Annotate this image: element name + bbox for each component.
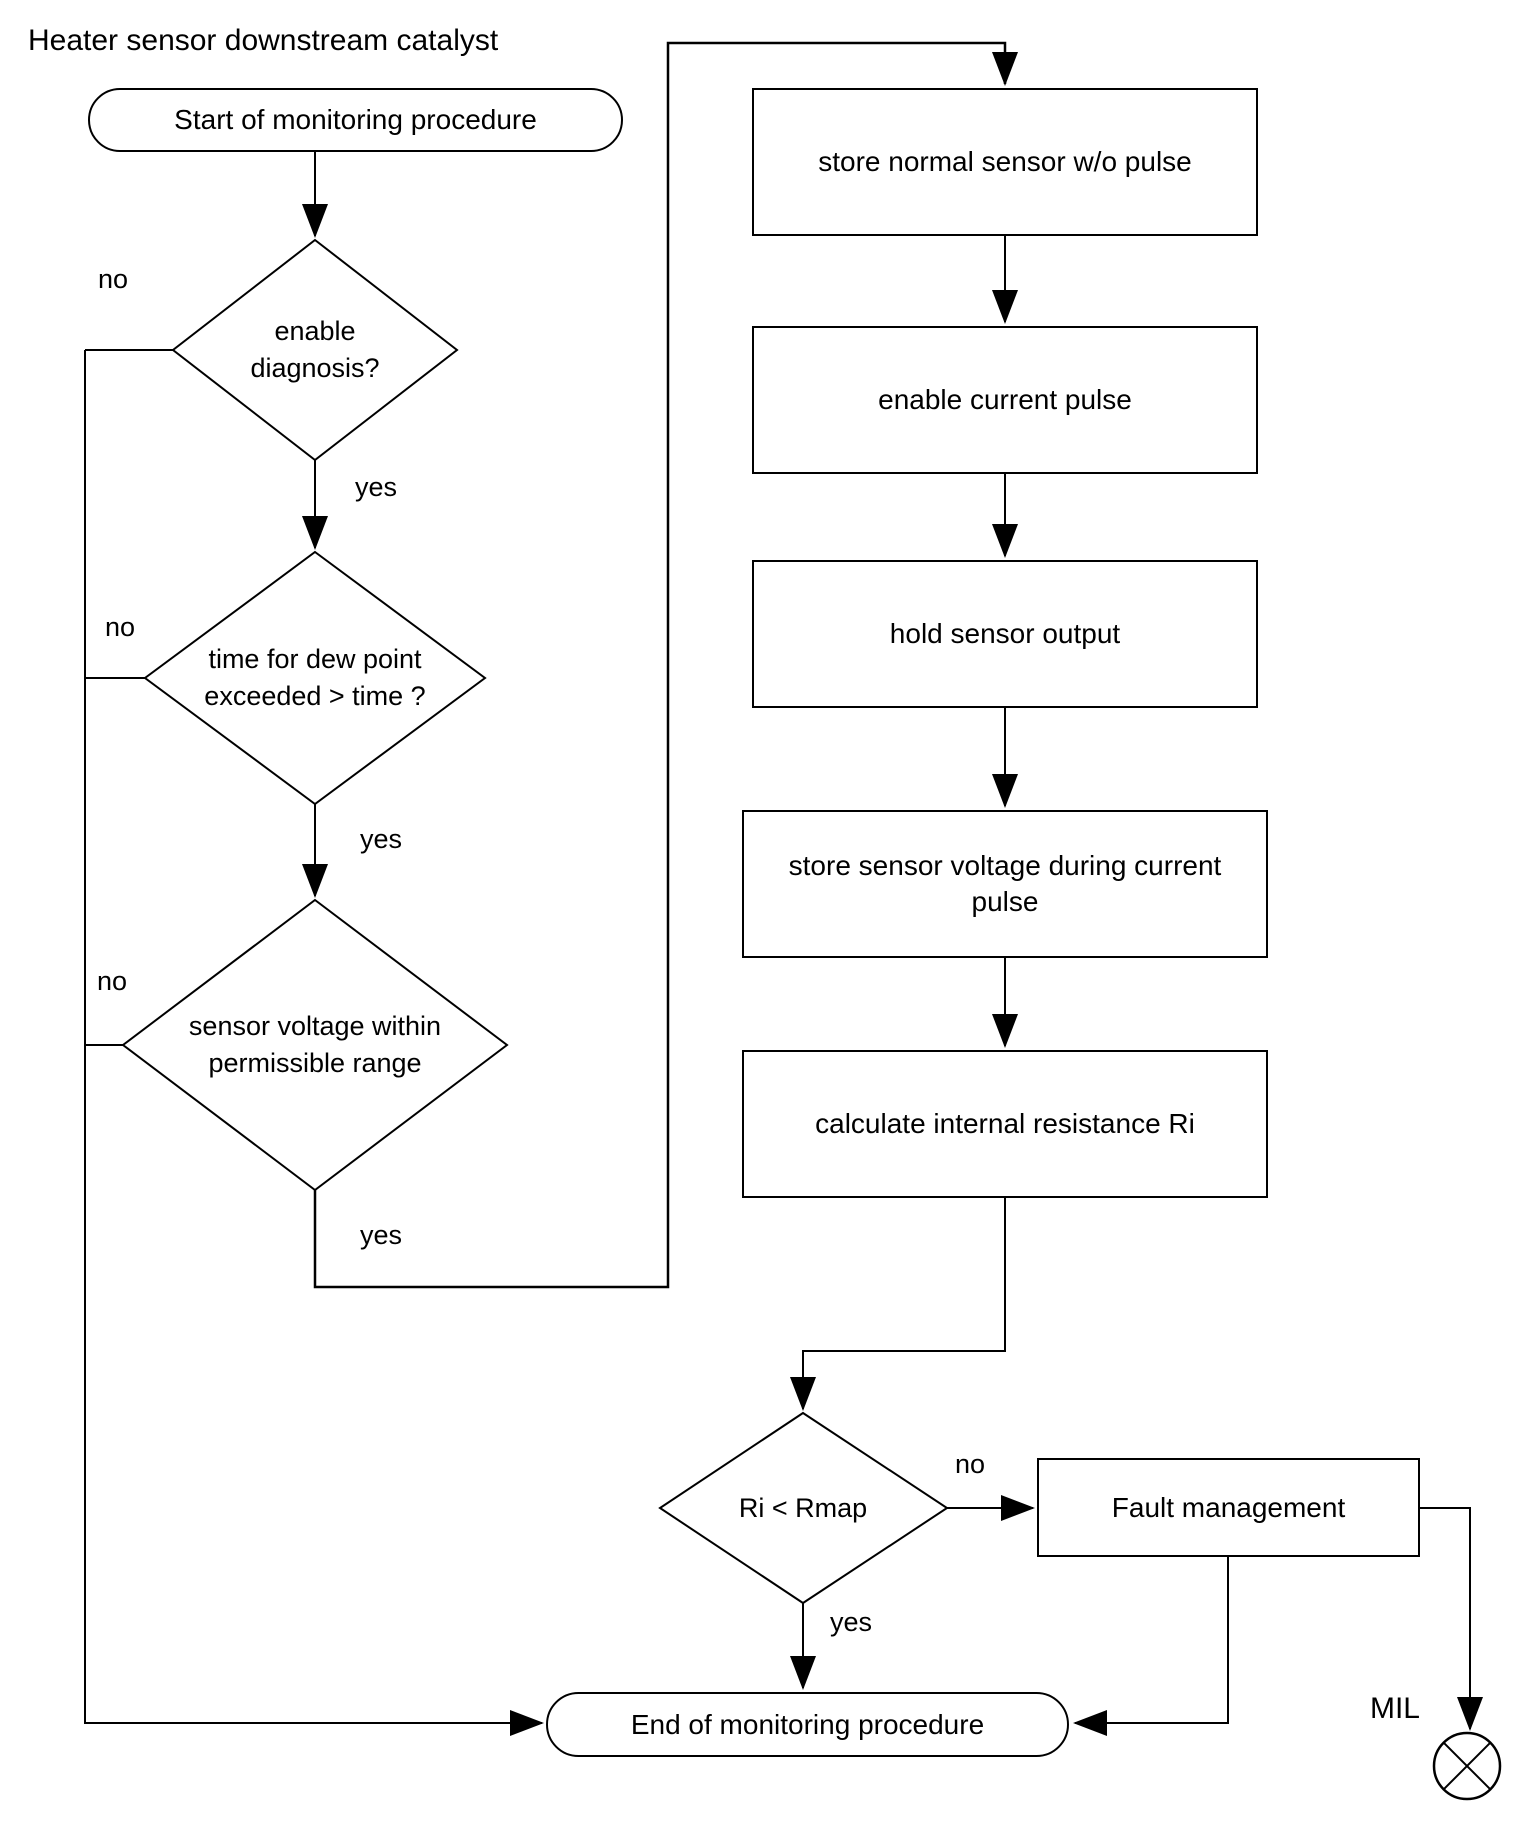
process-store-sensor-voltage-label: store sensor voltage during current puls… bbox=[788, 850, 1222, 917]
label-d3-yes: yes bbox=[359, 1220, 403, 1250]
process-calculate-internal-resistance: calculate internal resistance Ri bbox=[742, 1050, 1268, 1198]
process-enable-current-pulse: enable current pulse bbox=[752, 326, 1258, 474]
edge-p5-to-d4 bbox=[790, 1198, 1006, 1411]
mil-lamp-icon bbox=[1432, 1731, 1502, 1801]
process-store-normal-sensor-label: store normal sensor w/o pulse bbox=[818, 146, 1192, 177]
page-title: Heater sensor downstream catalyst bbox=[28, 24, 499, 57]
label-d3-no: no bbox=[96, 966, 128, 996]
edge-fault-to-mil bbox=[1420, 1507, 1483, 1731]
process-hold-sensor-output-label: hold sensor output bbox=[889, 618, 1121, 649]
label-d4-yes: yes bbox=[829, 1607, 873, 1637]
end-terminal-label: End of monitoring procedure bbox=[630, 1708, 985, 1740]
label-d2-no: no bbox=[104, 612, 136, 642]
process-store-normal-sensor: store normal sensor w/o pulse bbox=[752, 88, 1258, 236]
process-store-sensor-voltage: store sensor voltage during current puls… bbox=[742, 810, 1268, 958]
process-calculate-internal-resistance-label: calculate internal resistance Ri bbox=[815, 1108, 1195, 1139]
label-d2-yes: yes bbox=[359, 824, 403, 854]
decision-sensor-voltage-shape bbox=[121, 898, 509, 1192]
edge-left-rail-to-end bbox=[84, 350, 544, 1736]
edge-d3-yes-to-p1 bbox=[313, 41, 1018, 1289]
start-terminal: Start of monitoring procedure bbox=[88, 88, 623, 152]
mil-label: MIL bbox=[1369, 1692, 1420, 1725]
decision-ri-rmap-shape bbox=[658, 1411, 949, 1605]
edge-fault-to-end bbox=[1073, 1557, 1229, 1736]
label-d1-no: no bbox=[97, 264, 129, 294]
process-hold-sensor-output: hold sensor output bbox=[752, 560, 1258, 708]
decision-dew-point-shape bbox=[143, 550, 487, 806]
label-d1-yes: yes bbox=[354, 472, 398, 502]
end-terminal: End of monitoring procedure bbox=[546, 1692, 1069, 1757]
process-fault-management: Fault management bbox=[1037, 1458, 1420, 1557]
process-enable-current-pulse-label: enable current pulse bbox=[878, 384, 1132, 415]
decision-enable-diagnosis-shape bbox=[171, 238, 459, 462]
start-terminal-label: Start of monitoring procedure bbox=[174, 104, 537, 135]
label-d4-no: no bbox=[954, 1449, 986, 1479]
process-fault-management-label: Fault management bbox=[1111, 1491, 1346, 1523]
